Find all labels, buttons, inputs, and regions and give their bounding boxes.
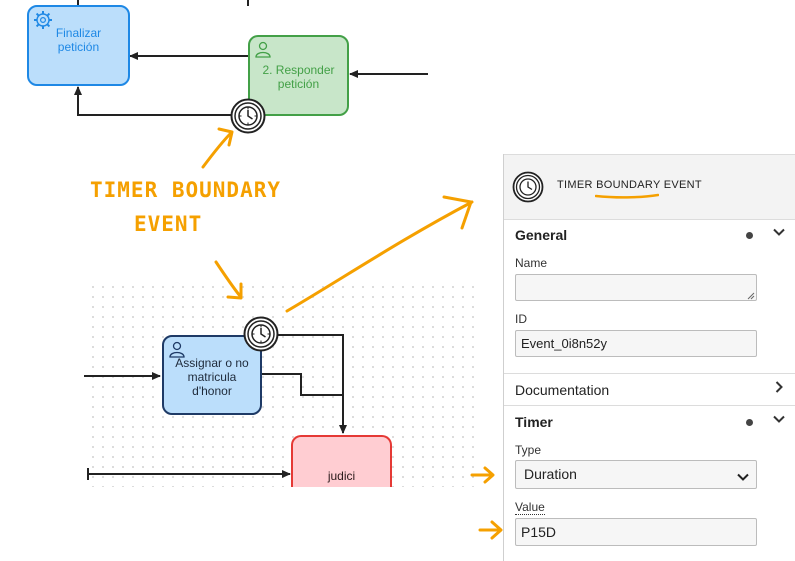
task-label: Finalizar petición [55, 25, 102, 54]
annotation-arrow-up [201, 131, 233, 169]
task-label: Assignar o no matricula d'honor [175, 355, 249, 398]
task-label: judici [327, 469, 356, 483]
sequence-flow-timer-judici[interactable] [278, 334, 344, 395]
task-label: 2. Responder petición [262, 62, 335, 91]
annotation-arrow-to-panel [285, 200, 474, 313]
timer-icon [512, 171, 544, 208]
panel-header: TIMER BOUNDARY EVENT [504, 154, 795, 220]
user-icon [168, 340, 186, 361]
divider [504, 373, 795, 374]
sequence-flow-timer-finalizar[interactable] [74, 86, 232, 116]
status-dot [746, 232, 753, 239]
timer-section: Timer [504, 406, 795, 438]
id-label: ID [515, 312, 527, 326]
general-title: General [515, 227, 568, 243]
value-label: Value [515, 500, 545, 515]
general-section: General [504, 219, 795, 251]
name-field[interactable] [515, 274, 757, 301]
sequence-flow-assignar-judici[interactable] [262, 373, 347, 434]
timer-title: Timer [515, 414, 553, 430]
annotation-arrowhead-up [217, 127, 234, 147]
chevron-down-icon[interactable] [772, 412, 786, 429]
annotation-line-1: TIMER BOUNDARY [90, 178, 282, 202]
task-judici[interactable]: judici [291, 435, 392, 487]
type-label: Type [515, 443, 542, 457]
annotation-arrow-type [470, 466, 495, 484]
task-responder-peticion[interactable]: 2. Responder petición [248, 35, 349, 116]
chevron-right-icon[interactable] [772, 380, 786, 397]
user-icon [254, 40, 272, 61]
general-section-header[interactable]: General [504, 219, 795, 251]
annotation-arrowhead-panel [442, 195, 473, 230]
annotation-arrow-value [478, 520, 503, 540]
timer-boundary-event-top[interactable] [230, 98, 266, 134]
annotation-arrowhead-down [226, 282, 243, 300]
status-dot [746, 419, 753, 426]
annotation-arrow-down [214, 260, 242, 298]
panel-title: TIMER BOUNDARY EVENT [557, 179, 702, 191]
divider [504, 405, 795, 406]
chevron-down-icon[interactable] [772, 225, 786, 242]
gear-icon [33, 10, 53, 33]
properties-panel: TIMER BOUNDARY EVENT General Name ID Eve… [503, 154, 795, 561]
annotation-line-2: EVENT [134, 212, 203, 236]
name-label: Name [515, 256, 548, 270]
timer-boundary-event-bottom[interactable] [243, 316, 279, 352]
task-assignar-matricula[interactable]: Assignar o no matricula d'honor [162, 335, 262, 415]
type-select[interactable]: Duration [515, 460, 757, 489]
annotation-underline [595, 193, 659, 199]
canvas-grid [88, 282, 478, 487]
documentation-title: Documentation [515, 382, 610, 398]
timer-section-header[interactable]: Timer [504, 406, 795, 438]
type-select-value: Duration [524, 466, 577, 482]
value-field[interactable]: P15D [515, 518, 757, 546]
documentation-section[interactable]: Documentation [504, 374, 795, 406]
documentation-section-header[interactable]: Documentation [504, 374, 795, 406]
task-finalizar-peticion[interactable]: Finalizar petición [27, 5, 130, 86]
resize-handle-icon[interactable] [747, 292, 755, 300]
chevron-down-icon [736, 466, 750, 493]
id-field[interactable]: Event_0i8n52y [515, 330, 757, 357]
